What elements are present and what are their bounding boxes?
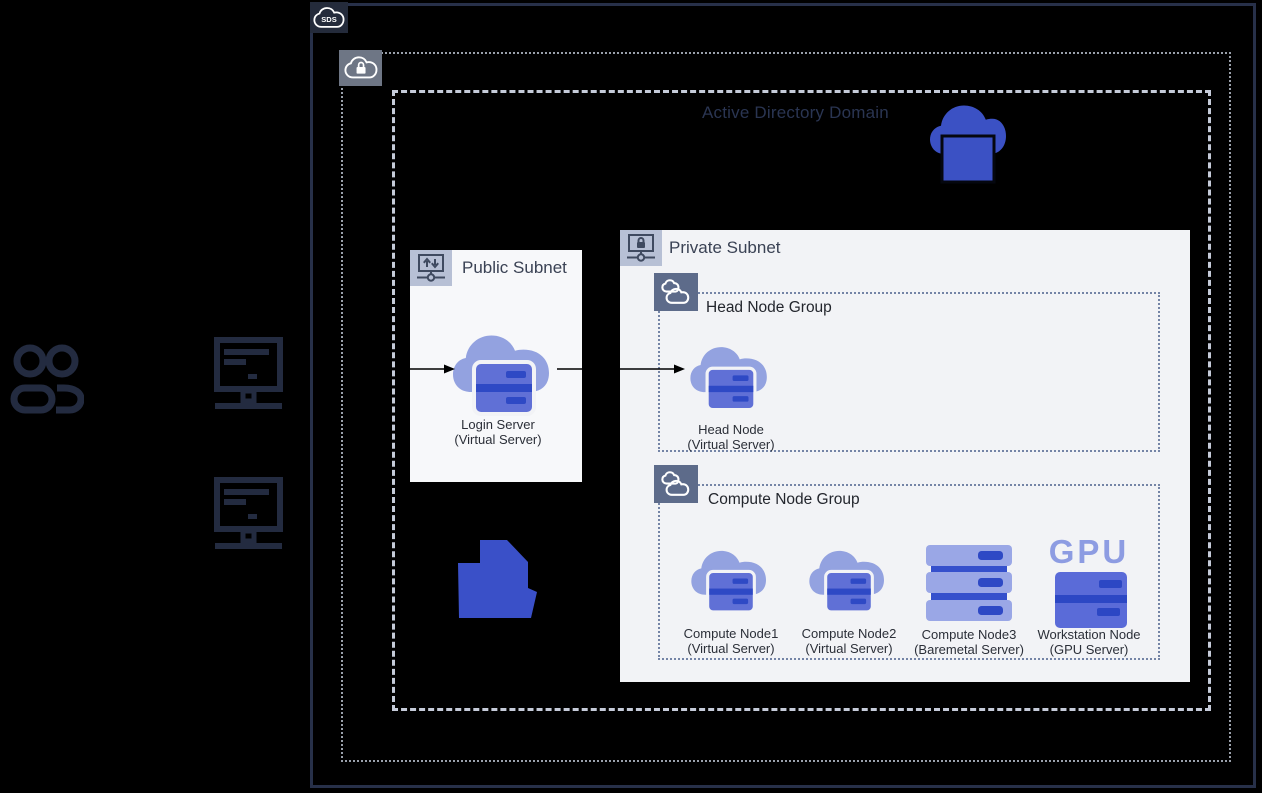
node-kind: (Baremetal Server) — [914, 642, 1024, 657]
compute-node2-label: Compute Node2 (Virtual Server) — [769, 626, 929, 656]
active-directory-domain-border — [392, 90, 1211, 711]
head-node-group-border — [658, 292, 1160, 452]
workstation-monitor-icon-1 — [214, 337, 283, 409]
node-name: Login Server — [461, 417, 535, 432]
sds-cloud-icon: SDS — [313, 6, 345, 28]
node-kind: (Virtual Server) — [454, 432, 542, 447]
node-name: Compute Node3 — [921, 627, 1017, 642]
compute-node-group-label: Compute Node Group — [708, 491, 860, 508]
private-subnet-label: Private Subnet — [669, 238, 781, 257]
private-subnet-icon — [627, 234, 655, 262]
private-subnet-badge — [620, 230, 662, 266]
node-group-clouds-icon — [661, 471, 690, 496]
node-kind: (Virtual Server) — [687, 641, 775, 656]
file-storage-icon — [458, 540, 537, 618]
node-kind: (Virtual Server) — [687, 437, 775, 452]
virtual-server-icon-compute1 — [691, 550, 766, 614]
workstation-monitor-icon-2 — [214, 477, 283, 549]
node-name: Compute Node2 — [801, 626, 897, 641]
sds-badge: SDS — [310, 2, 348, 33]
public-subnet-label: Public Subnet — [462, 258, 567, 277]
security-group-cloud-lock-icon — [343, 56, 377, 79]
gpu-text-badge: GPU — [1048, 533, 1130, 570]
virtual-server-icon-head — [690, 347, 767, 412]
virtual-server-icon-login — [453, 335, 549, 416]
security-group-border — [341, 52, 1231, 762]
compute-node-group-border — [658, 484, 1160, 660]
compute-node3-label: Compute Node3 (Baremetal Server) — [889, 627, 1049, 657]
public-subnet-icon — [417, 254, 445, 282]
node-kind: (Virtual Server) — [805, 641, 893, 656]
head-node-label: Head Node (Virtual Server) — [651, 422, 811, 452]
node-group-clouds-icon — [661, 279, 690, 304]
node-name: Compute Node1 — [683, 626, 779, 641]
node-kind: (GPU Server) — [1049, 642, 1129, 657]
node-name: Head Node — [698, 422, 764, 437]
active-directory-icon — [930, 105, 1006, 184]
login-server-label: Login Server (Virtual Server) — [418, 417, 578, 447]
gpu-server-icon — [1055, 572, 1127, 628]
workstation-node-label: Workstation Node (GPU Server) — [1009, 627, 1169, 657]
head-node-group-badge — [654, 273, 698, 311]
users-icon — [10, 344, 84, 414]
sds-zone-border — [310, 3, 1256, 788]
node-name: Workstation Node — [1037, 627, 1141, 642]
head-node-group-label: Head Node Group — [706, 299, 832, 316]
security-group-badge — [339, 50, 382, 86]
svg-text:SDS: SDS — [321, 15, 337, 24]
active-directory-domain-label: Active Directory Domain — [702, 103, 889, 122]
virtual-server-icon-compute2 — [809, 550, 884, 614]
baremetal-server-icon — [926, 545, 1012, 621]
compute-node1-label: Compute Node1 (Virtual Server) — [651, 626, 811, 656]
compute-node-group-badge — [654, 465, 698, 503]
public-subnet-badge — [410, 250, 452, 286]
